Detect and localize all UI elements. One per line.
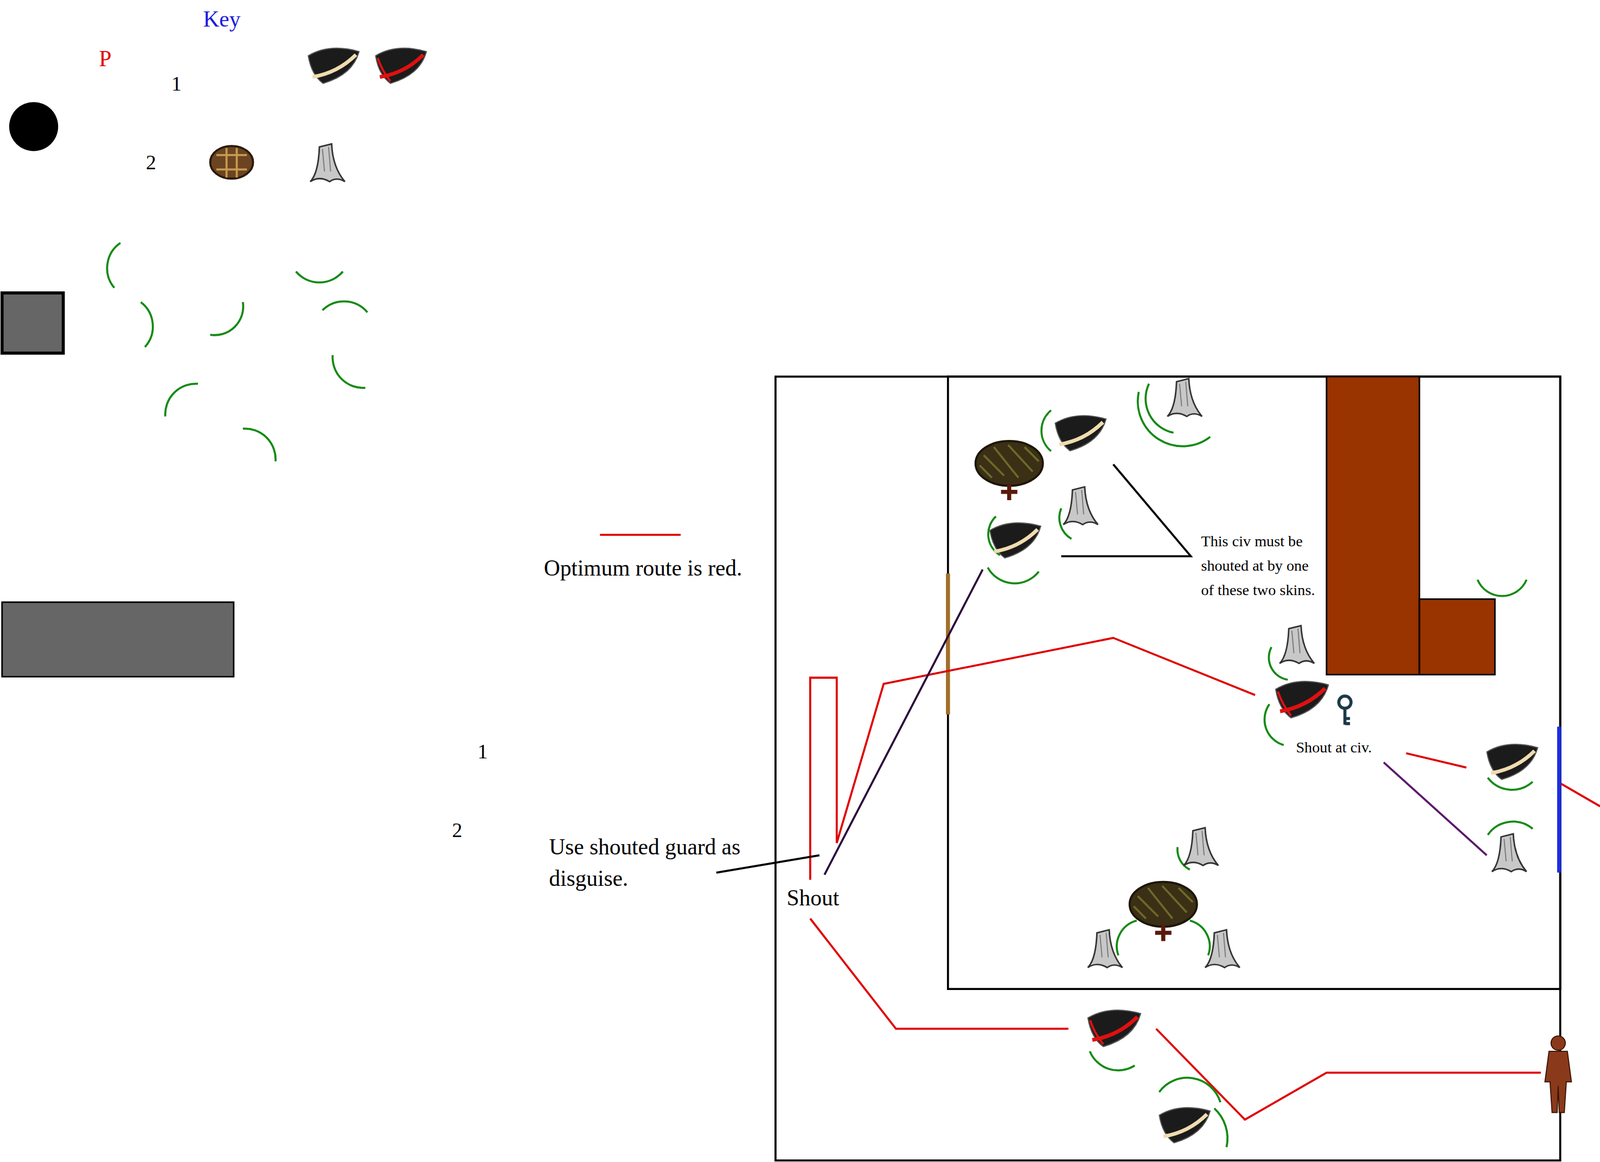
map-label: Key xyxy=(202,5,241,34)
map-label: 2 xyxy=(451,817,463,842)
legend-text: Optimum route is red. xyxy=(544,553,748,585)
map-label: Use shouted guard as disguise. xyxy=(548,831,769,895)
map-label: Shout xyxy=(786,884,840,912)
map-label: Shout at civ. xyxy=(1295,737,1372,757)
map-label: 1 xyxy=(477,738,488,764)
map-label: This civ must be shouted at by one of th… xyxy=(1200,528,1324,603)
map-label: P xyxy=(98,46,112,74)
map-label: 2 xyxy=(145,150,157,175)
map-label: 1 xyxy=(171,71,182,96)
